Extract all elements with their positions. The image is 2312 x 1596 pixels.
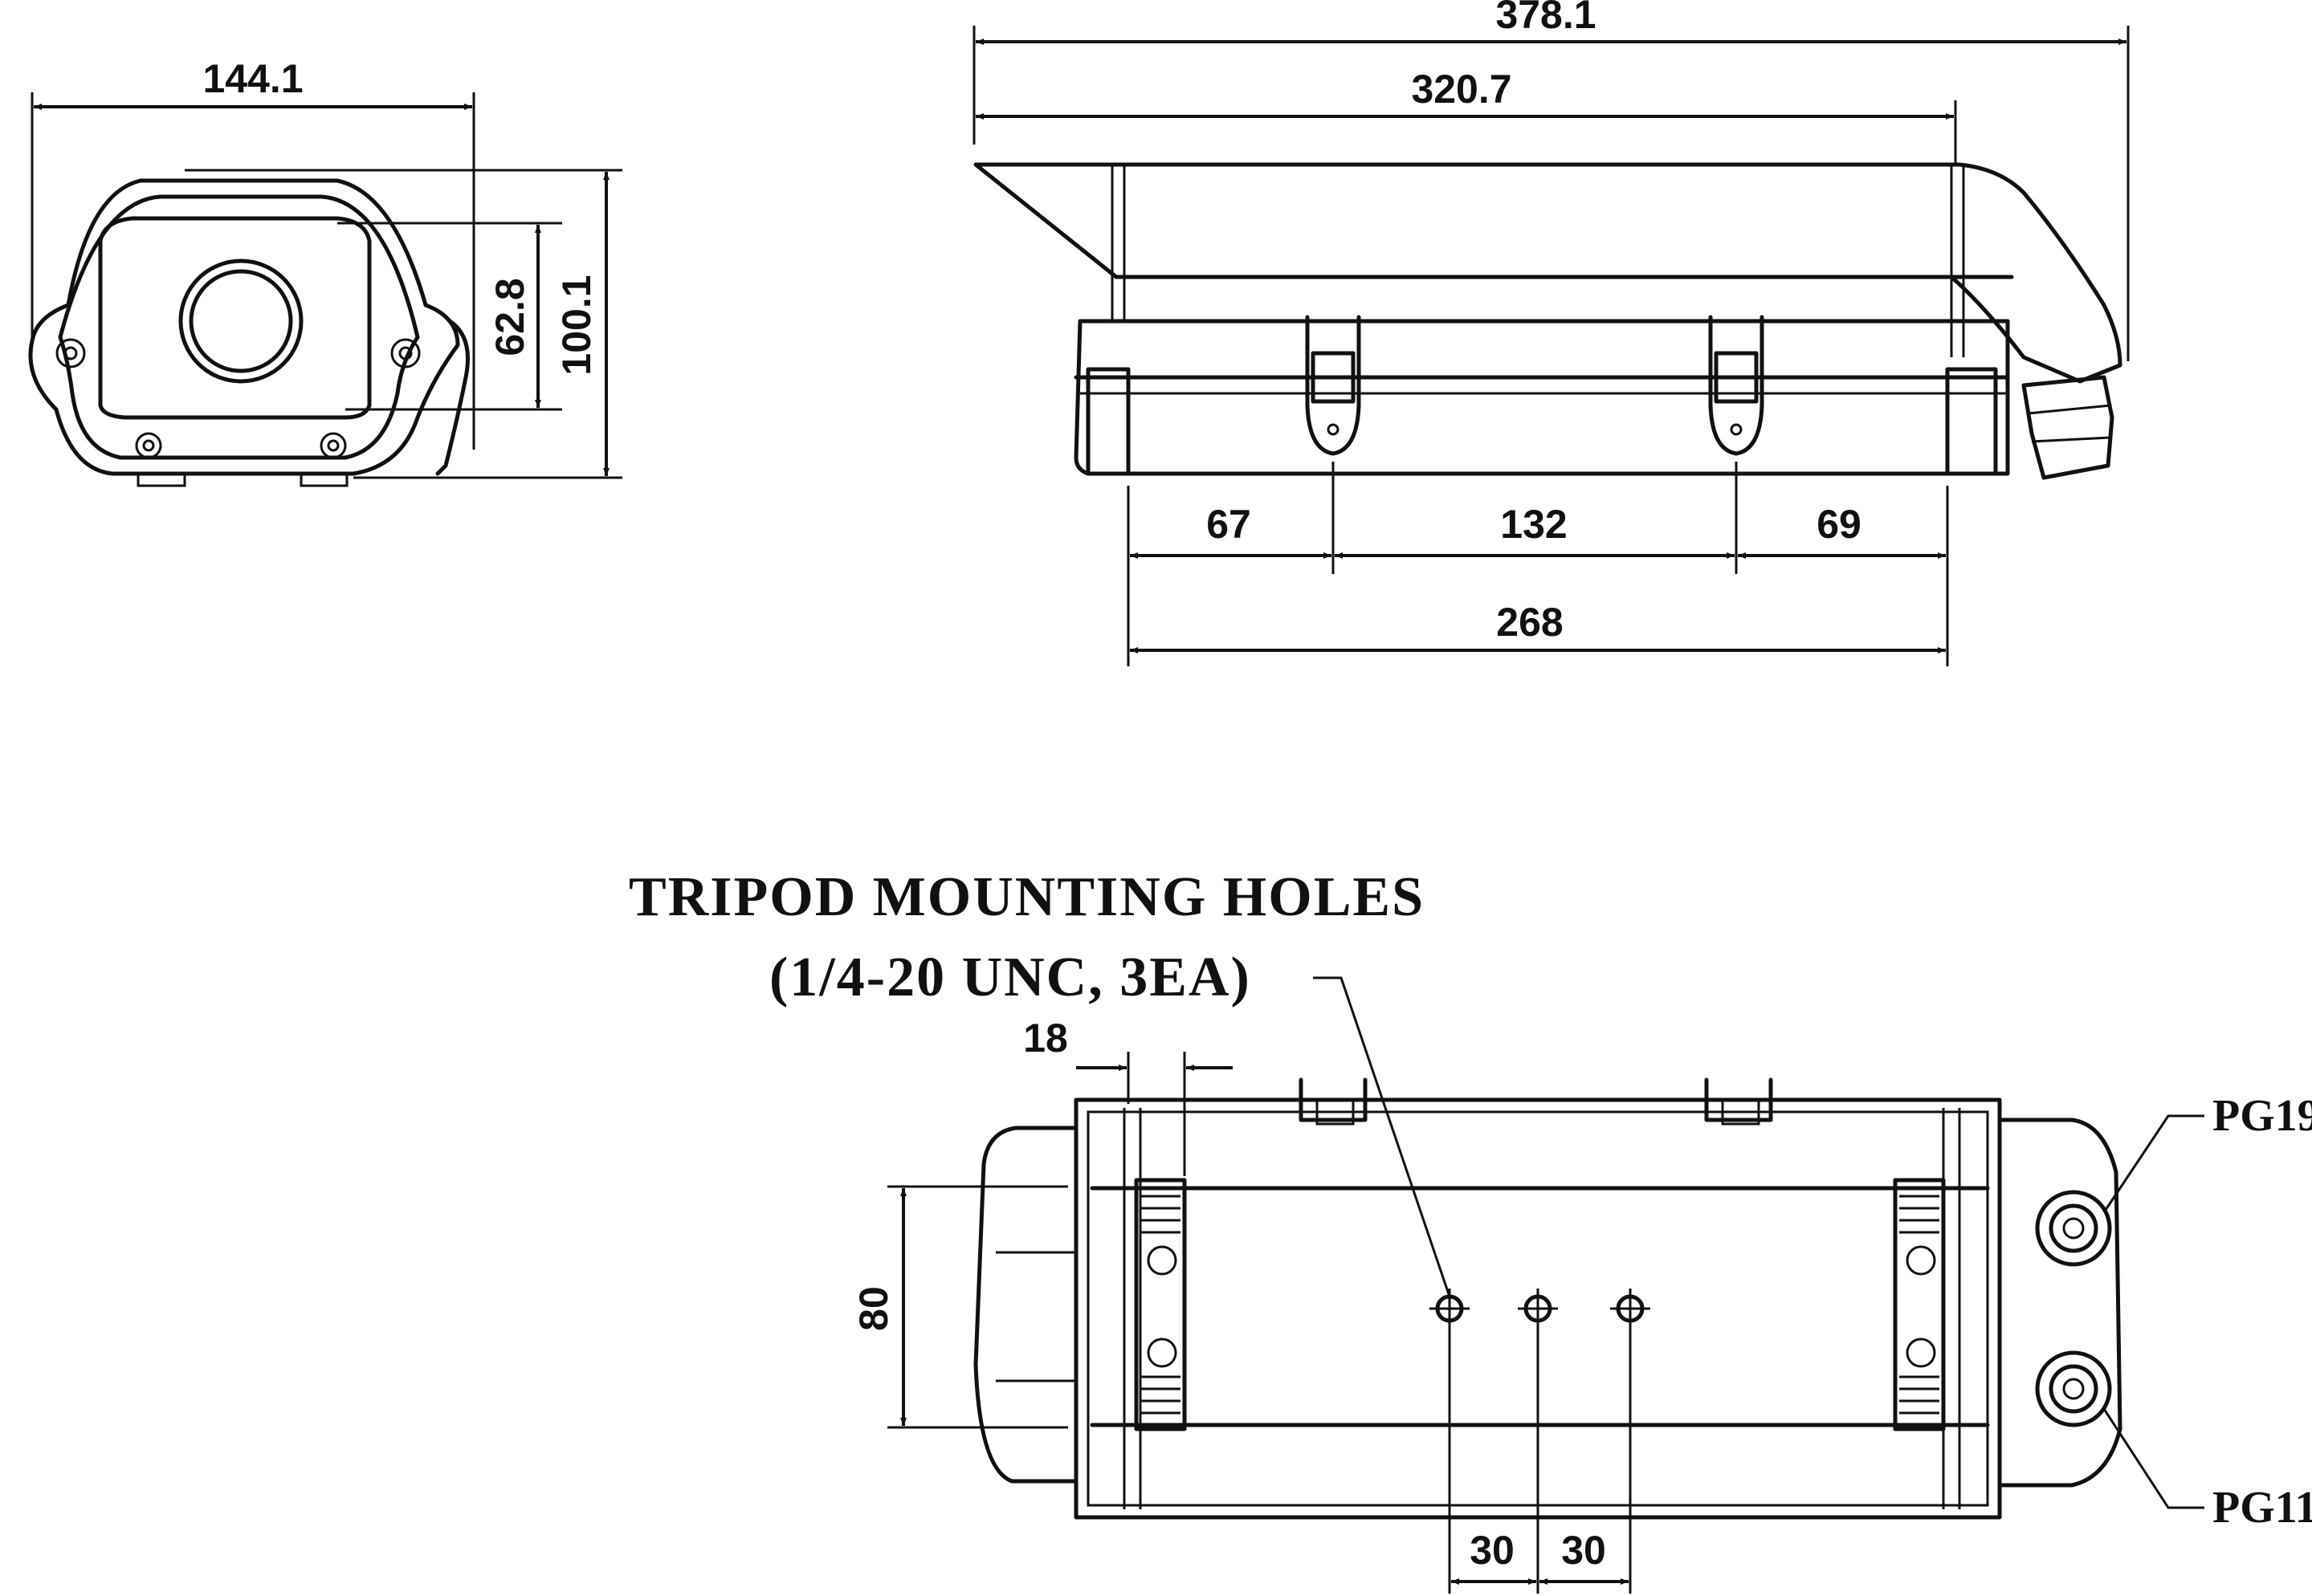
bottom-hole-pitch-2-label: 30 <box>1561 1528 1606 1573</box>
gland-pg19-label: PG19 <box>2212 1091 2312 1141</box>
lens-window <box>178 259 304 384</box>
side-body-length-label: 320.7 <box>1411 67 1511 112</box>
side-base-length-label: 268 <box>1496 600 1563 645</box>
bottom-hole-pitch-1-label: 30 <box>1470 1528 1515 1573</box>
front-height-inner-label: 62.8 <box>487 278 532 356</box>
side-segment-middle-label: 132 <box>1500 502 1567 547</box>
side-segment-rear-label: 69 <box>1817 502 1861 547</box>
gland-pg11-label: PG11 <box>2212 1483 2312 1533</box>
bottom-slot-offset-label: 18 <box>1023 1016 1068 1061</box>
tripod-note-line2: (1/4-20 UNC, 3EA) <box>769 947 1251 1008</box>
side-overall-length-label: 378.1 <box>1495 0 1596 37</box>
side-segment-front-label: 67 <box>1206 502 1251 547</box>
front-height-total-label: 100.1 <box>554 275 599 375</box>
side-view: 378.1 320.7 67 132 69 268 <box>973 0 2130 666</box>
gland-pg19 <box>2035 1190 2112 1267</box>
tripod-holes <box>1429 1289 1650 1329</box>
front-view: 144.1 62.8 100.1 <box>28 56 622 487</box>
front-width-label: 144.1 <box>202 56 303 101</box>
tripod-note-line1: TRIPOD MOUNTING HOLES <box>629 866 1425 928</box>
bottom-view: 18 80 30 30 TRIPOD MOUNTING HOLES (1/4-2… <box>629 866 2312 1594</box>
gland-pg11 <box>2035 1350 2112 1427</box>
bottom-slot-span-label: 80 <box>851 1286 896 1331</box>
